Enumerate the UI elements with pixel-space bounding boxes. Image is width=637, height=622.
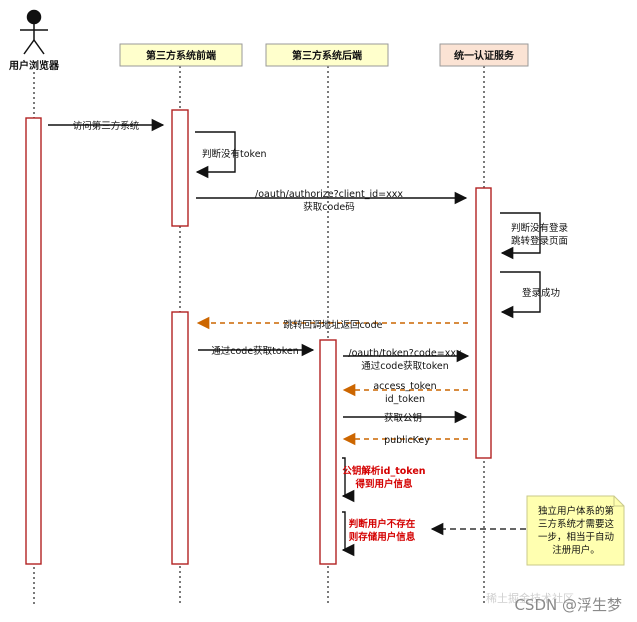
- message-label-store-user-2: 则存储用户信息: [349, 531, 416, 543]
- actor-label-user: 用户浏览器: [8, 59, 60, 72]
- self-arrow-parse-id-token: [341, 457, 355, 503]
- note-box: [526, 495, 625, 566]
- message-label-callback-code: 跳转回调地址返回code: [284, 319, 383, 331]
- user-actor-icon: [20, 9, 48, 55]
- participant-backend-box: [265, 43, 389, 67]
- watermark-csdn: CSDN @浮生梦: [514, 596, 622, 614]
- participant-frontend-label: 第三方系统前端: [146, 49, 216, 62]
- message-label-login-success: 登录成功: [522, 287, 560, 299]
- message-label-public-key: publicKey: [384, 435, 430, 446]
- activation-backend: [319, 339, 337, 565]
- message-label-check-login-1: 判断没有登录: [511, 222, 569, 234]
- message-label-check-token: 判断没有token: [202, 148, 267, 160]
- participant-backend-label: 第三方系统后端: [292, 49, 362, 62]
- note-line-3: 一步，相当于自动: [538, 531, 614, 543]
- message-label-code-to-token: 通过code获取token: [211, 345, 298, 357]
- participant-auth-box: [439, 43, 529, 67]
- participant-frontend-box: [119, 43, 243, 67]
- watermark-faint: 稀土掘金技术社区: [486, 591, 574, 605]
- self-arrow-check-login: [500, 212, 541, 260]
- note-line-2: 三方系统才需要这: [538, 518, 615, 530]
- self-arrow-login-success: [500, 271, 541, 319]
- message-label-token-request-2: 通过code获取token: [361, 360, 448, 372]
- message-label-tokens-1: access_token: [373, 381, 436, 392]
- note-line-4: 注册用户。: [552, 544, 600, 556]
- activation-frontend-2: [171, 311, 189, 565]
- activation-auth: [475, 187, 492, 459]
- self-arrow-store-user: [341, 511, 355, 557]
- message-label-visit: 访问第三方系统: [73, 120, 140, 132]
- activation-frontend-1: [171, 109, 189, 227]
- message-label-get-public-key: 获取公钥: [384, 412, 422, 424]
- message-label-store-user-1: 判断用户不存在: [349, 518, 416, 530]
- participant-auth-label: 统一认证服务: [454, 49, 515, 62]
- message-label-token-request-1: /oauth/token?code=xxx: [348, 348, 462, 359]
- note-fold: [613, 496, 624, 507]
- message-label-authorize-2: 获取code码: [303, 202, 354, 213]
- message-label-check-login-2: 跳转登录页面: [511, 235, 568, 247]
- activation-user: [25, 117, 42, 565]
- note-line-1: 独立用户体系的第: [538, 505, 614, 517]
- message-label-authorize-1: /oauth/authorize?client_id=xxx: [255, 189, 403, 200]
- self-arrow-check-token: [195, 131, 236, 179]
- message-label-parse-id-token-1: 公钥解析id_token: [342, 465, 425, 477]
- message-label-parse-id-token-2: 得到用户信息: [354, 478, 413, 490]
- message-label-tokens-2: id_token: [385, 394, 425, 405]
